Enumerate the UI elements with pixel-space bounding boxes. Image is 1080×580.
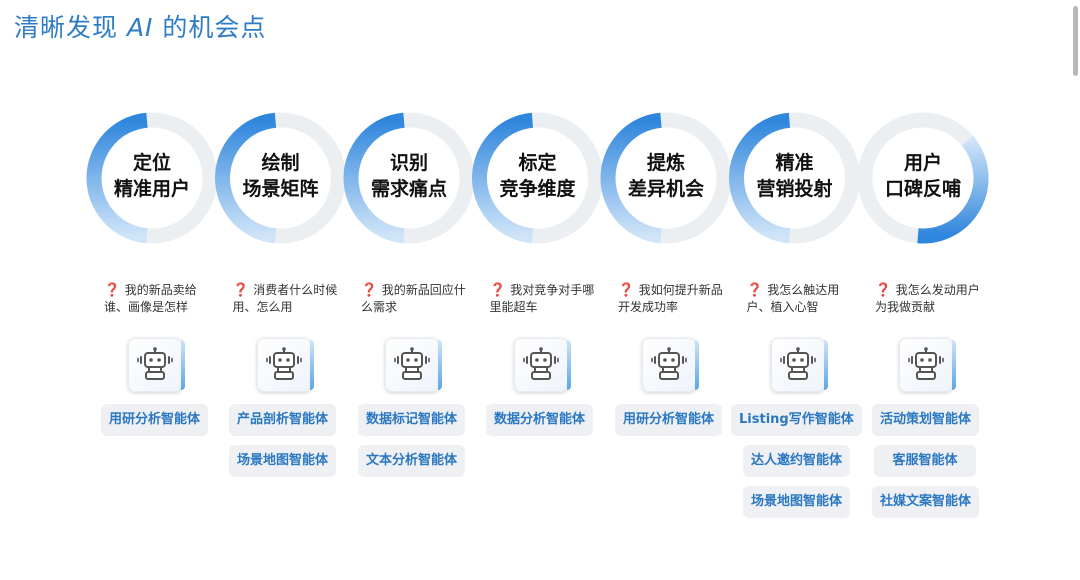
agent-tag[interactable]: 数据标记智能体 <box>358 404 466 436</box>
stage-title-line1: 提炼 <box>646 152 685 174</box>
stage-title-line1: 绘制 <box>261 152 300 174</box>
card-edge-accent <box>695 340 699 390</box>
robot-card-2 <box>256 338 314 392</box>
stage-question-6: ❓ 我怎么触达用户、植入心智 <box>747 282 859 316</box>
title-suffix: 的机会点 <box>153 13 267 42</box>
stage-title-line2: 竞争维度 <box>499 178 576 200</box>
stage-question-1: ❓ 我的新品卖给谁、画像是怎样 <box>104 282 216 316</box>
question-mark-icon: ❓ <box>104 283 125 298</box>
stage-label-3: 识别需求痛点 <box>349 150 469 202</box>
stage-label-1: 定位精准用户 <box>92 150 212 202</box>
card-edge-accent <box>952 340 956 390</box>
stage-title-line1: 标定 <box>518 152 557 174</box>
stage-title-line2: 口碑反哺 <box>884 178 961 200</box>
agent-tag[interactable]: 活动策划智能体 <box>872 404 980 436</box>
stage-rings <box>86 112 989 244</box>
question-mark-icon: ❓ <box>618 283 639 298</box>
question-mark-icon: ❓ <box>361 283 382 298</box>
ring-accent-arc <box>600 112 662 244</box>
robot-card-4 <box>513 338 571 392</box>
stage-label-5: 提炼差异机会 <box>606 150 726 202</box>
agent-tag[interactable]: 场景地图智能体 <box>229 445 337 477</box>
stage-ring-6 <box>728 112 860 244</box>
scrollbar[interactable] <box>1073 6 1078 76</box>
agent-tag[interactable]: 文本分析智能体 <box>358 445 466 477</box>
stage-title-line2: 需求痛点 <box>370 178 447 200</box>
robot-card-6 <box>770 338 828 392</box>
stage-title-line1: 用户 <box>903 152 942 174</box>
stage-title-line2: 营销投射 <box>756 178 833 200</box>
agent-tag[interactable]: 客服智能体 <box>874 445 976 477</box>
agent-tag[interactable]: 社媒文案智能体 <box>872 486 980 518</box>
robot-icon <box>394 347 430 380</box>
robot-icon <box>908 347 944 380</box>
stage-ring-2 <box>214 112 346 244</box>
robot-icon <box>651 347 687 380</box>
stage-title-line2: 场景矩阵 <box>242 178 319 200</box>
robot-card-3 <box>385 338 442 392</box>
agent-tag[interactable]: 用研分析智能体 <box>615 404 723 436</box>
robot-icon <box>779 347 816 380</box>
stage-label-4: 标定竞争维度 <box>478 150 598 202</box>
card-edge-accent <box>823 340 828 390</box>
stage-label-2: 绘制场景矩阵 <box>221 150 341 202</box>
ring-accent-arc <box>214 112 277 244</box>
stage-question-3: ❓ 我的新品回应什么需求 <box>361 282 473 316</box>
ring-accent-arc <box>343 112 405 244</box>
agent-tag[interactable]: 场景地图智能体 <box>743 486 851 518</box>
stage-ring-7 <box>857 112 989 244</box>
card-edge-accent <box>566 340 571 390</box>
agent-tag[interactable]: 数据分析智能体 <box>486 404 594 436</box>
stage-title-line1: 定位 <box>132 152 171 174</box>
ring-accent-arc <box>471 112 534 244</box>
stage-question-7: ❓ 我怎么发动用户为我做贡献 <box>875 282 987 316</box>
stage-question-5: ❓ 我如何提升新品开发成功率 <box>618 282 730 316</box>
robot-icon <box>522 347 559 380</box>
page-title: 清晰发现 AI 的机会点 <box>14 8 266 44</box>
agent-tag[interactable]: Listing写作智能体 <box>731 404 862 436</box>
question-text: 我的新品回应什么需求 <box>361 283 466 314</box>
title-prefix: 清晰发现 <box>14 13 127 42</box>
question-text: 我对竞争对手哪里能超车 <box>489 283 595 314</box>
stage-question-2: ❓ 消费者什么时候用、怎么用 <box>233 282 345 316</box>
stage-title-line1: 识别 <box>389 152 428 174</box>
agent-tag[interactable]: 用研分析智能体 <box>101 404 209 436</box>
stage-title-line1: 精准 <box>775 152 814 174</box>
robot-icon <box>137 347 173 380</box>
robot-icon <box>265 347 302 380</box>
ring-accent-arc <box>728 112 791 244</box>
stage-ring-4 <box>471 112 603 244</box>
robot-card-7 <box>899 338 956 392</box>
card-edge-accent <box>309 340 314 390</box>
question-mark-icon: ❓ <box>875 283 896 298</box>
card-edge-accent <box>181 340 185 390</box>
question-text: 我怎么发动用户为我做贡献 <box>875 283 980 314</box>
question-mark-icon: ❓ <box>489 283 511 298</box>
question-mark-icon: ❓ <box>232 283 254 298</box>
stage-ring-3 <box>343 112 475 244</box>
ring-accent-arc <box>86 112 148 244</box>
stage-title-line2: 差异机会 <box>627 178 704 200</box>
stage-question-4: ❓ 我对竞争对手哪里能超车 <box>490 282 602 316</box>
question-text: 我的新品卖给谁、画像是怎样 <box>104 283 197 314</box>
stage-title-line2: 精准用户 <box>113 178 190 200</box>
question-text: 我如何提升新品开发成功率 <box>618 283 723 314</box>
card-edge-accent <box>438 340 442 390</box>
question-text: 我怎么触达用户、植入心智 <box>746 283 840 314</box>
robot-card-1 <box>128 338 185 392</box>
ring-accent-arc <box>917 135 989 244</box>
question-mark-icon: ❓ <box>746 283 768 298</box>
title-ai: AI <box>126 13 154 42</box>
agent-tag[interactable]: 产品剖析智能体 <box>229 404 337 436</box>
agent-tag[interactable]: 达人邀约智能体 <box>743 445 851 477</box>
stage-ring-5 <box>600 112 732 244</box>
stage-ring-1 <box>86 112 218 244</box>
stage-label-7: 用户口碑反哺 <box>863 150 983 202</box>
question-text: 消费者什么时候用、怎么用 <box>232 283 338 314</box>
robot-card-5 <box>642 338 699 392</box>
stage-label-6: 精准营销投射 <box>735 150 855 202</box>
